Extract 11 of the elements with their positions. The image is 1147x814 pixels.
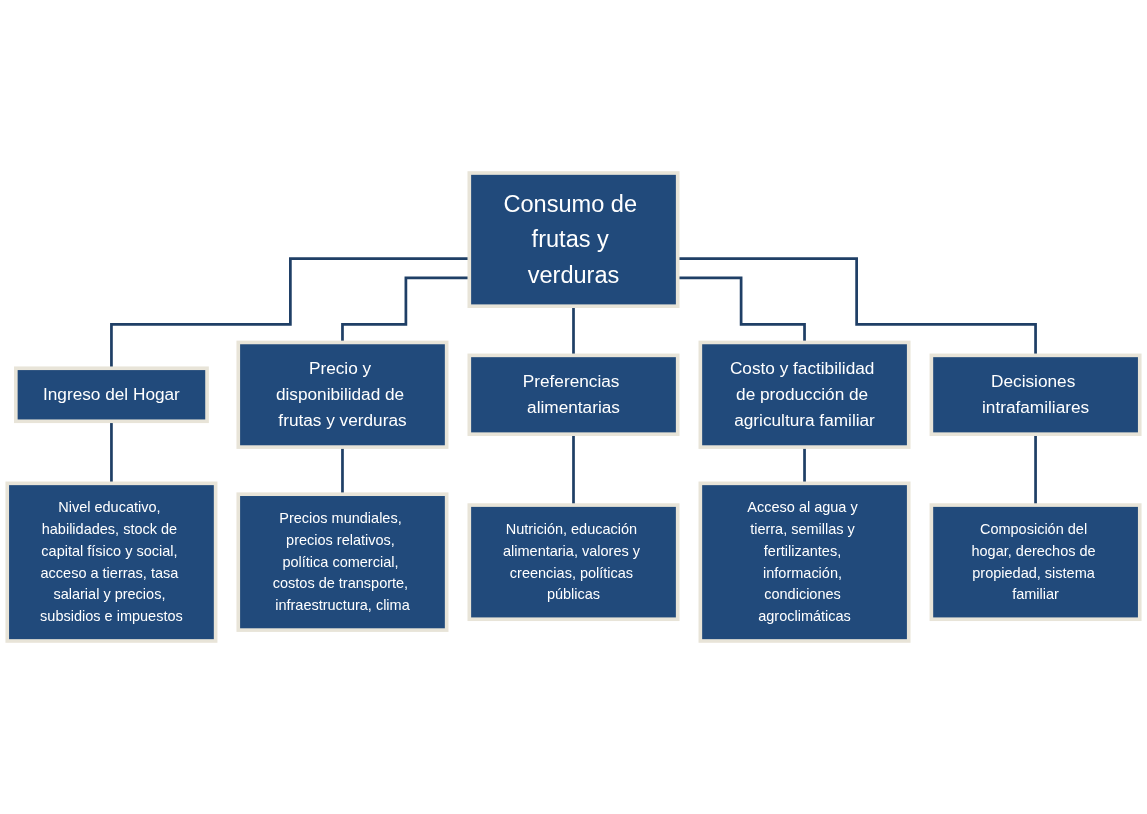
node-box: Precios mundiales, precios relativos, política comercial, costos de transporte, infraestructura, clima [236,492,449,632]
node-box: Costo y factibilidad de producción de agricultura familiar [698,340,911,449]
node-box: Ingreso del Hogar [14,366,209,424]
node-box: Nivel educativo, habilidades, stock de capital físico y social, acceso a tierras, tasa salarial y precios, subsidios e impuestos [5,481,218,643]
node-box: Preferencias alimentarias [467,353,680,436]
node-box: Composición del hogar, derechos de propiedad, sistema familiar [929,503,1142,622]
node-box: Consumo de frutas y verduras [467,171,680,308]
node-box: Nutrición, educación alimentaria, valores y creencias, políticas públicas [467,503,680,622]
node-box: Decisiones intrafamiliares [929,353,1142,436]
node-box: Acceso al agua y tierra, semillas y fertilizantes, información, condiciones agroclimáticas [698,481,911,643]
node-box: Precio y disponibilidad de frutas y verduras [236,340,449,449]
